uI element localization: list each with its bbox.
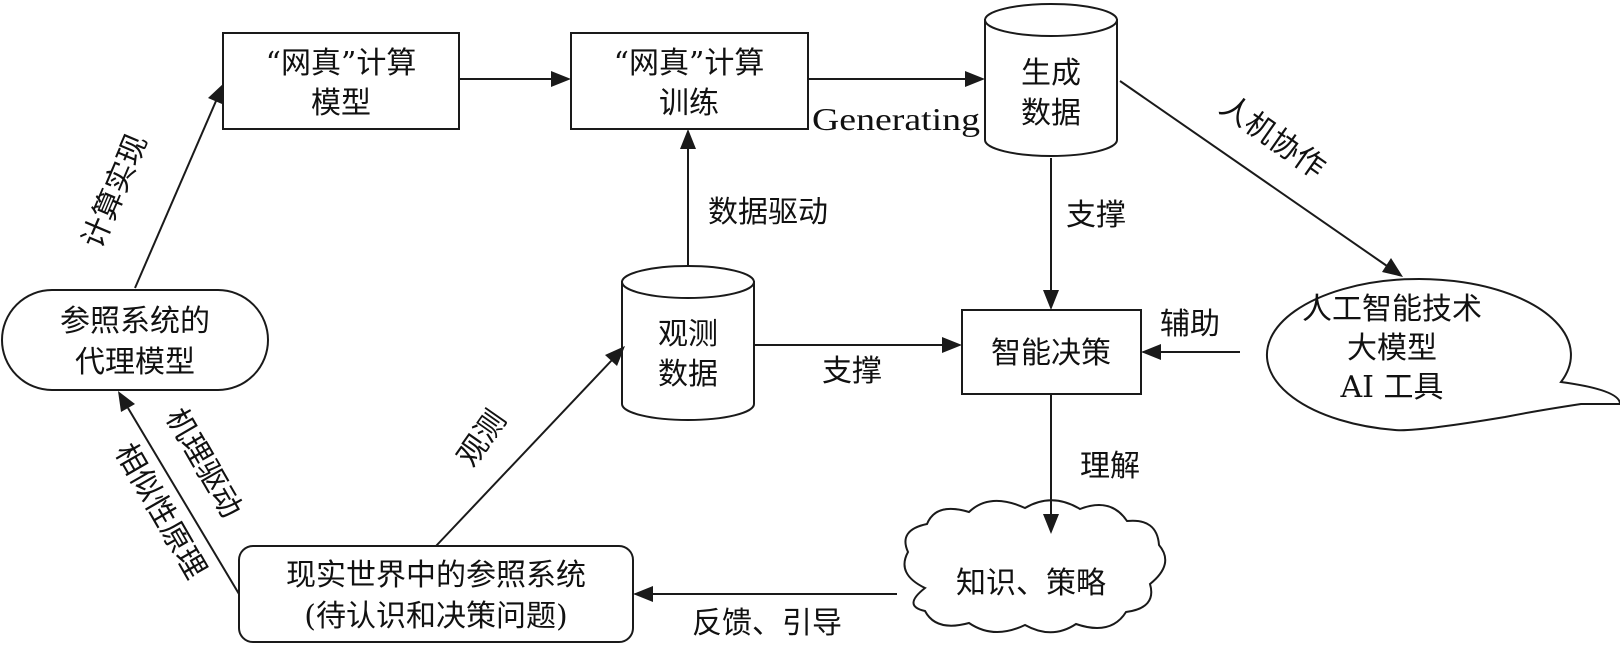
node-ai-line3: AI 工具: [1339, 370, 1443, 405]
node-generated-line2: 数据: [1021, 96, 1081, 131]
arrowhead: [118, 391, 135, 412]
node-generated-line1: 生成: [1021, 56, 1081, 91]
node-knowledge-line1: 知识、策略: [956, 566, 1106, 601]
cylinder-top: [984, 3, 1118, 37]
label-assist: 辅助: [1160, 307, 1220, 342]
label-understand: 理解: [1080, 449, 1140, 484]
arrowhead: [965, 71, 985, 87]
arrowhead: [942, 337, 962, 353]
arrowhead: [208, 83, 224, 104]
arrowhead: [680, 129, 696, 149]
node-model: “网真”计算 模型: [222, 32, 460, 130]
edge-proxy-to-model: [134, 100, 217, 289]
speech-bubble: [1265, 277, 1620, 432]
label-generating: Generating: [812, 101, 980, 137]
node-ai-line1: 人工智能技术: [1302, 292, 1482, 327]
label-human-machine: 人机协作: [1213, 88, 1331, 185]
node-proxy-box: [1, 289, 269, 391]
arrowhead: [1141, 344, 1161, 360]
arrowhead: [551, 71, 571, 87]
edge-reality-to-observed: [435, 359, 613, 547]
node-knowledge-cloud: 知识、策略: [903, 499, 1167, 634]
node-model-box: [222, 32, 460, 130]
node-decision-box: [961, 309, 1142, 395]
arrowhead: [1043, 514, 1059, 534]
node-proxy-line1: 参照系统的: [60, 304, 210, 339]
cylinder-body: [621, 281, 755, 421]
node-generated-data: 生成 数据: [984, 3, 1118, 157]
node-observed-line2: 数据: [658, 357, 718, 392]
node-training-box: [570, 32, 809, 130]
label-feedback: 反馈、引导: [692, 606, 842, 641]
node-real-line2: (待认识和决策问题): [304, 599, 567, 634]
label-support-observed: 支撑: [822, 354, 882, 389]
node-ai-bubble: 人工智能技术 大模型 AI 工具: [1265, 277, 1620, 432]
arrowhead: [1043, 290, 1059, 310]
node-proxy-model: 参照系统的 代理模型: [1, 289, 269, 391]
arrowhead: [605, 346, 625, 366]
label-data-driven: 数据驱动: [708, 195, 828, 230]
arrowhead: [633, 586, 653, 602]
node-real-line1: 现实世界中的参照系统: [286, 558, 586, 593]
node-training-line1: “网真”计算: [614, 46, 765, 81]
cloud-shape: [903, 499, 1167, 634]
node-observed-line1: 观测: [658, 317, 718, 352]
arrowhead: [1382, 258, 1403, 277]
node-model-line1: “网真”计算: [266, 46, 417, 81]
node-decision-line1: 智能决策: [991, 336, 1111, 371]
edge-generated-to-ai: [1119, 80, 1388, 267]
label-observe: 观测: [451, 404, 514, 473]
node-model-line2: 模型: [311, 86, 371, 121]
cylinder-top: [621, 265, 755, 299]
node-ai-line2: 大模型: [1347, 331, 1437, 366]
cylinder-body: [984, 19, 1118, 157]
node-decision: 智能决策: [961, 309, 1142, 395]
node-real-system: 现实世界中的参照系统 (待认识和决策问题): [238, 545, 634, 643]
node-training-line2: 训练: [659, 86, 719, 121]
node-proxy-line2: 代理模型: [75, 345, 195, 380]
label-computation: 计算实现: [76, 129, 155, 253]
node-observed-data: 观测 数据: [621, 265, 755, 421]
edge-reality-to-proxy: [127, 407, 240, 595]
node-training: “网真”计算 训练: [570, 32, 809, 130]
label-support-generated: 支撑: [1066, 198, 1126, 233]
